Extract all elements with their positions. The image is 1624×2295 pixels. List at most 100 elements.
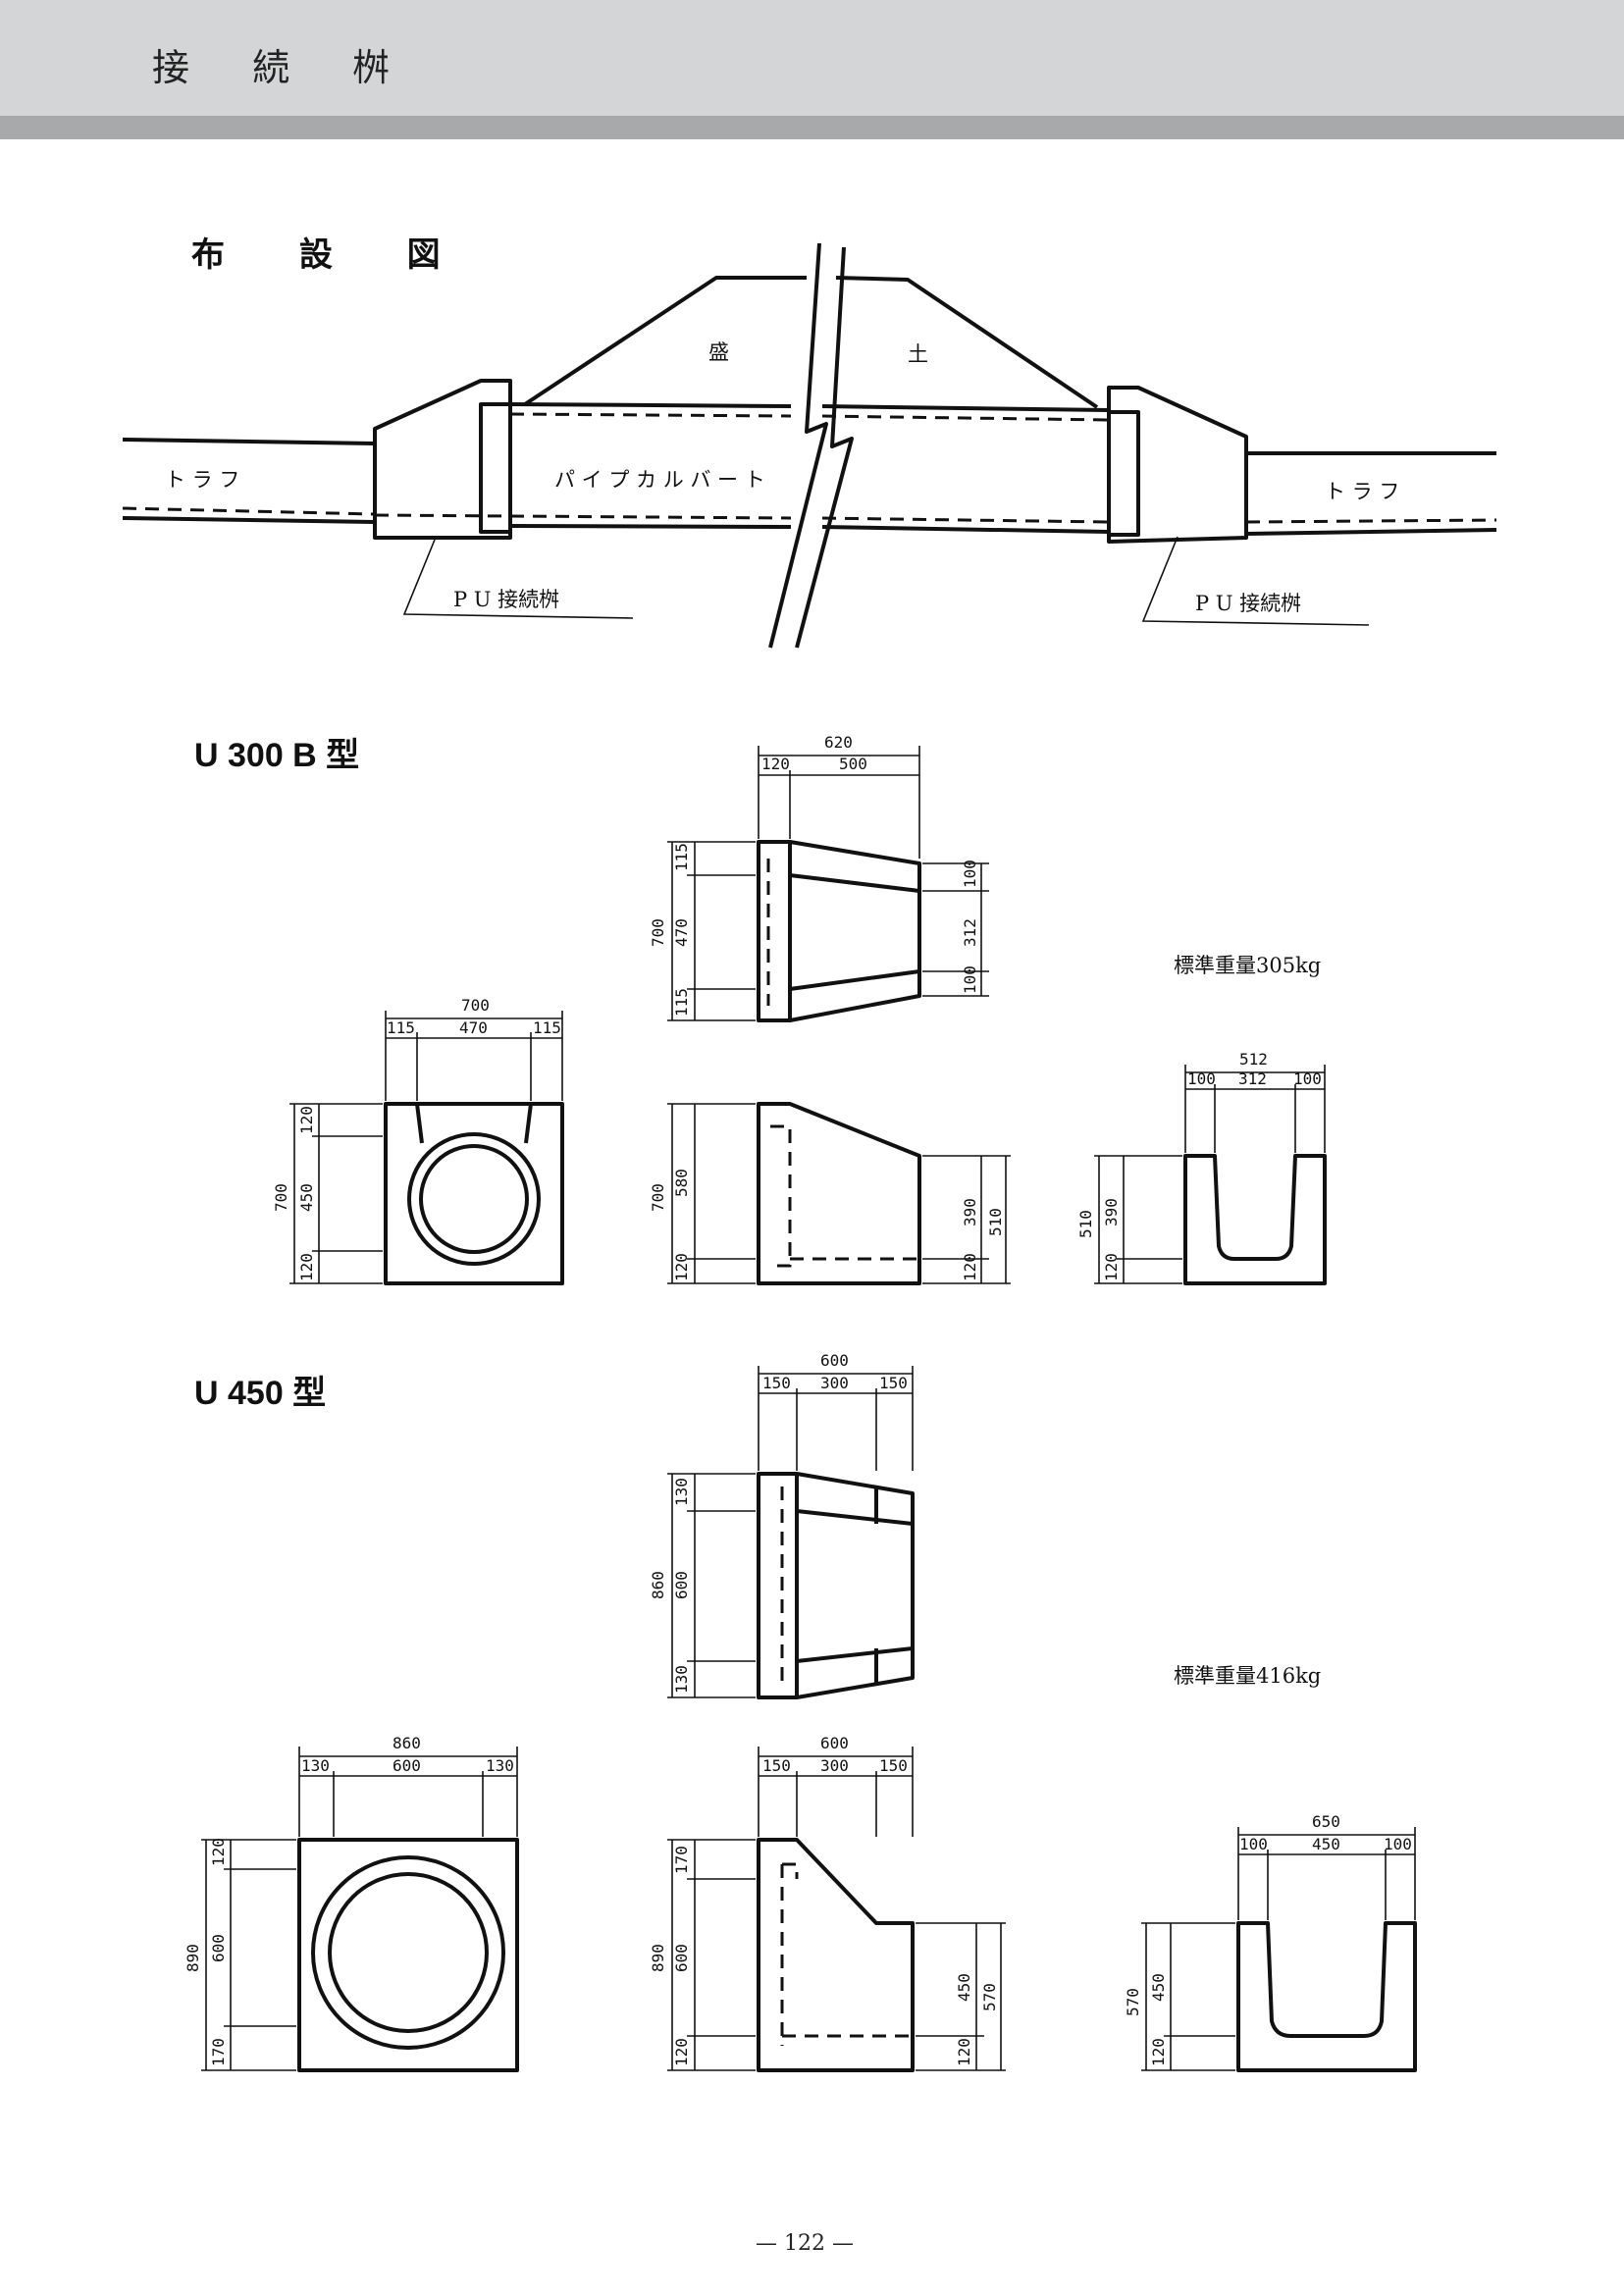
- svg-text:170: 170: [672, 1846, 691, 1874]
- svg-text:100: 100: [1293, 1069, 1322, 1088]
- svg-text:700: 700: [649, 1183, 667, 1212]
- u450-section-title: U 450 型: [194, 1375, 327, 1412]
- u300-top-dim-h: 700: [649, 918, 667, 947]
- break-line-left: [768, 242, 828, 649]
- svg-text:120: 120: [297, 1253, 316, 1281]
- label-trough-right: ト ラ フ: [1325, 480, 1399, 503]
- svg-text:890: 890: [183, 1944, 202, 1972]
- svg-text:860: 860: [649, 1571, 667, 1599]
- u450-side-view: 600 150 300 150 890 170 600 120 450 570 …: [649, 1734, 1006, 2072]
- leader-pu-left: [402, 539, 634, 619]
- trough-right-bottom: [1245, 528, 1497, 536]
- u300-top-dim-1: 120: [761, 755, 790, 773]
- label-embankment-left: 盛: [708, 340, 729, 364]
- svg-text:470: 470: [459, 1018, 488, 1037]
- svg-text:150: 150: [762, 1374, 791, 1392]
- u450-front-view: 860 130 600 130 890 120 600 170: [183, 1734, 519, 2072]
- svg-text:150: 150: [762, 1756, 791, 1775]
- svg-text:700: 700: [272, 1183, 290, 1212]
- svg-text:130: 130: [486, 1756, 514, 1775]
- u450-top-view: 600 150 300 150 860 130 600 130: [649, 1351, 915, 1699]
- svg-text:450: 450: [955, 1973, 973, 2002]
- svg-text:130: 130: [301, 1756, 330, 1775]
- svg-text:150: 150: [879, 1374, 908, 1392]
- svg-text:510: 510: [1076, 1210, 1095, 1238]
- svg-text:600: 600: [209, 1934, 228, 1962]
- svg-text:150: 150: [879, 1756, 908, 1775]
- svg-text:450: 450: [297, 1183, 316, 1212]
- svg-text:600: 600: [820, 1351, 849, 1370]
- svg-text:300: 300: [820, 1756, 849, 1775]
- svg-text:100: 100: [961, 860, 979, 888]
- u300-top-view: 620 120 500 700 115 470 115 100 312 100: [649, 733, 989, 1022]
- label-embankment-right: 土: [908, 342, 928, 366]
- u450-weight: 標準重量416kg: [1174, 1664, 1322, 1688]
- culvert-top-right: [821, 404, 1110, 412]
- u300-front-view: 700 115 470 115 700 120 450 120: [272, 996, 564, 1285]
- svg-text:130: 130: [672, 1665, 691, 1694]
- svg-text:450: 450: [1312, 1835, 1340, 1853]
- culvert-top-left: [509, 402, 792, 408]
- svg-text:312: 312: [961, 918, 979, 947]
- svg-text:650: 650: [1312, 1812, 1340, 1831]
- svg-text:600: 600: [393, 1756, 421, 1775]
- svg-text:860: 860: [393, 1734, 421, 1752]
- svg-text:120: 120: [297, 1106, 316, 1134]
- u300-top-dim-overall: 620: [824, 733, 853, 752]
- svg-text:390: 390: [1102, 1198, 1121, 1226]
- svg-text:120: 120: [1102, 1253, 1121, 1281]
- u300-top-dim-2: 500: [839, 755, 867, 773]
- svg-text:115: 115: [672, 843, 691, 871]
- embankment-right-slope: [835, 276, 1099, 409]
- svg-text:512: 512: [1239, 1050, 1268, 1069]
- svg-text:120: 120: [672, 1253, 691, 1281]
- culvert-bottom-left: [509, 524, 792, 529]
- u300-side-view: 700 580 120 390 510 120: [649, 1102, 1011, 1285]
- trough-left-top: [122, 438, 376, 445]
- u300-end-view: 512 100 312 100 510 390 120: [1076, 1050, 1327, 1285]
- label-pu-left: P U 接続桝: [453, 588, 559, 611]
- svg-text:570: 570: [980, 1983, 999, 2011]
- svg-text:580: 580: [672, 1169, 691, 1197]
- svg-text:115: 115: [387, 1018, 415, 1037]
- header-rule: [0, 116, 1624, 139]
- header-band: [0, 0, 1624, 116]
- svg-text:115: 115: [533, 1018, 561, 1037]
- svg-text:120: 120: [672, 2038, 691, 2066]
- u450-end-view: 650 100 450 100 570 450 120: [1124, 1812, 1417, 2072]
- break-line-right: [795, 246, 854, 649]
- culvert-bottom-right: [821, 525, 1110, 534]
- u300-weight: 標準重量305kg: [1174, 954, 1322, 977]
- u300-front-dim-overall: 700: [461, 996, 490, 1015]
- trough-left-bottom: [122, 516, 376, 524]
- svg-text:120: 120: [209, 1838, 228, 1866]
- layout-diagram: 盛 土 ト ラ フ パ イ プ カ ル バ ー ト ト ラ フ P U 接続桝 …: [122, 242, 1497, 649]
- svg-text:120: 120: [1149, 2038, 1168, 2066]
- svg-text:312: 312: [1238, 1069, 1267, 1088]
- leader-pu-right: [1141, 536, 1370, 626]
- svg-text:120: 120: [961, 1253, 979, 1281]
- svg-text:170: 170: [209, 2038, 228, 2066]
- svg-text:470: 470: [672, 918, 691, 947]
- page-title: 接 続 桝: [152, 46, 416, 89]
- svg-text:100: 100: [961, 965, 979, 994]
- embankment-left-slope: [523, 276, 807, 406]
- layout-section-title: 布 設 図: [191, 235, 472, 275]
- svg-text:600: 600: [820, 1734, 849, 1752]
- svg-text:600: 600: [672, 1944, 691, 1972]
- svg-text:120: 120: [955, 2038, 973, 2066]
- page-number: — 122 —: [756, 2231, 854, 2256]
- svg-text:100: 100: [1384, 1835, 1412, 1853]
- svg-text:570: 570: [1124, 1988, 1142, 2016]
- label-pu-right: P U 接続桝: [1195, 592, 1301, 615]
- svg-text:115: 115: [672, 988, 691, 1017]
- svg-text:100: 100: [1239, 1835, 1268, 1853]
- label-trough-left: ト ラ フ: [165, 468, 239, 492]
- svg-text:510: 510: [986, 1208, 1005, 1236]
- svg-text:130: 130: [672, 1478, 691, 1506]
- svg-text:600: 600: [672, 1571, 691, 1599]
- svg-text:300: 300: [820, 1374, 849, 1392]
- label-culvert: パ イ プ カ ル バ ー ト: [554, 468, 765, 492]
- svg-text:890: 890: [649, 1944, 667, 1972]
